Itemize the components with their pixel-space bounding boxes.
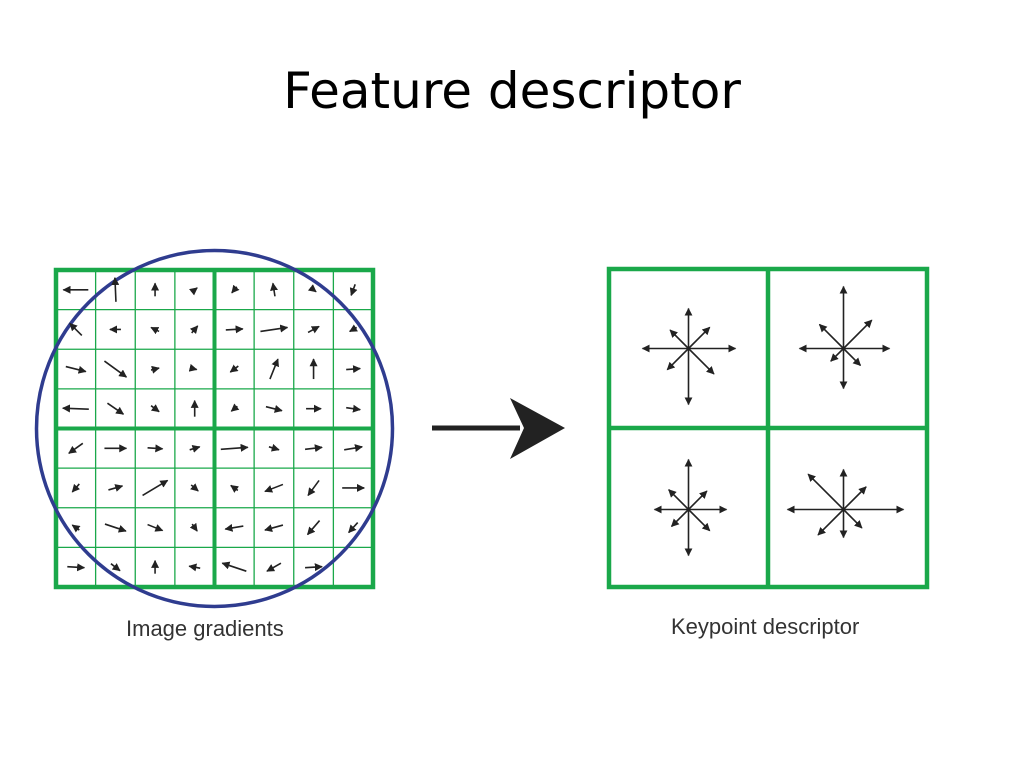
gradient-arrow — [150, 326, 160, 335]
arrow-head — [510, 398, 565, 459]
gradient-arrow — [221, 561, 247, 572]
gradient-arrow — [349, 284, 358, 297]
histogram-bin-arrow — [687, 490, 708, 511]
gradient-arrow — [190, 483, 199, 492]
gradient-arrow — [225, 325, 244, 334]
gradient-arrow — [111, 277, 120, 302]
gradient-arrow — [264, 524, 284, 532]
gradient-arrow — [220, 443, 249, 452]
gradient-arrow — [305, 563, 323, 572]
histogram-bin-arrow — [818, 323, 845, 350]
gradient-arrow — [68, 442, 84, 454]
orientation-histogram — [798, 285, 891, 390]
orientation-histogram — [641, 307, 737, 406]
gradient-arrow — [110, 563, 121, 572]
gradient-arrow — [106, 402, 125, 415]
gradient-arrow — [65, 365, 87, 374]
grid-border — [53, 267, 376, 590]
gradient-arrow — [307, 325, 320, 334]
orientation-histogram — [653, 458, 728, 557]
histogram-bin-arrow — [687, 347, 715, 375]
gradient-arrow — [188, 563, 201, 572]
gradient-arrow — [268, 443, 280, 452]
histogram-bin-arrow — [669, 329, 690, 350]
gradient-arrow — [306, 520, 321, 536]
orientation-histogram — [786, 468, 905, 539]
gradient-arrow — [264, 483, 284, 493]
gradient-arrow — [71, 524, 81, 533]
gradient-arrow — [69, 322, 83, 337]
gradient-arrow — [147, 444, 164, 453]
gradient-arrow — [230, 403, 240, 412]
gradient-arrow — [269, 358, 279, 380]
gradient-arrow — [270, 282, 278, 297]
gradient-arrow — [307, 479, 320, 497]
histogram-bin-arrow — [830, 347, 845, 362]
gradient-arrow — [346, 404, 361, 413]
gradient-arrow — [230, 484, 239, 493]
histogram-bin-arrow — [842, 347, 862, 367]
histogram-bin-arrow — [817, 508, 845, 536]
histogram-bin-arrow — [687, 326, 711, 350]
gradient-arrow — [147, 523, 164, 532]
histogram-bin-arrow — [668, 489, 690, 511]
gradient-arrow — [231, 284, 240, 294]
descriptor-border — [606, 266, 930, 590]
gradient-arrow — [108, 484, 124, 492]
transform-arrow — [432, 398, 565, 459]
gradient-arrow — [188, 363, 198, 372]
gradient-arrow — [189, 325, 199, 335]
gradient-arrow — [142, 479, 169, 497]
gradient-arrow — [229, 364, 239, 373]
histogram-bin-arrow — [842, 508, 863, 529]
gradient-arrow — [103, 360, 128, 378]
gradient-arrow — [104, 523, 127, 533]
slide-title: Feature descriptor — [283, 62, 741, 120]
gradient-arrow — [265, 405, 283, 413]
histogram-bin-arrow — [687, 508, 711, 532]
histogram-bin-arrow — [842, 319, 873, 350]
histogram-bin-arrow — [807, 473, 845, 511]
gradient-arrow — [348, 324, 358, 333]
keypoint-descriptor-caption: Keypoint descriptor — [671, 614, 860, 639]
gradient-arrow — [71, 483, 81, 493]
gradient-arrow — [189, 445, 201, 453]
gradient-arrow — [307, 284, 317, 293]
image-gradients-panel — [34, 248, 395, 609]
gradient-arrow — [224, 523, 244, 532]
gradient-arrow — [67, 563, 86, 572]
histogram-bin-arrow — [670, 508, 690, 528]
gradient-arrow — [344, 444, 363, 452]
gradient-arrow — [266, 562, 282, 572]
gradient-arrow — [189, 287, 198, 296]
gradient-arrow — [346, 365, 361, 374]
histogram-bin-arrow — [842, 486, 867, 511]
gradient-arrow — [260, 324, 289, 333]
gradient-arrow — [150, 365, 160, 374]
gradient-arrow — [348, 522, 359, 534]
gradient-arrow — [150, 404, 160, 413]
gradient-arrow — [304, 444, 323, 453]
gradient-arrow — [189, 522, 198, 532]
keypoint-descriptor-panel — [606, 266, 930, 590]
gaussian-window-circle — [34, 248, 395, 609]
gradient-arrow — [62, 404, 89, 413]
histogram-bin-arrow — [666, 347, 690, 371]
image-gradients-caption: Image gradients — [126, 616, 284, 641]
